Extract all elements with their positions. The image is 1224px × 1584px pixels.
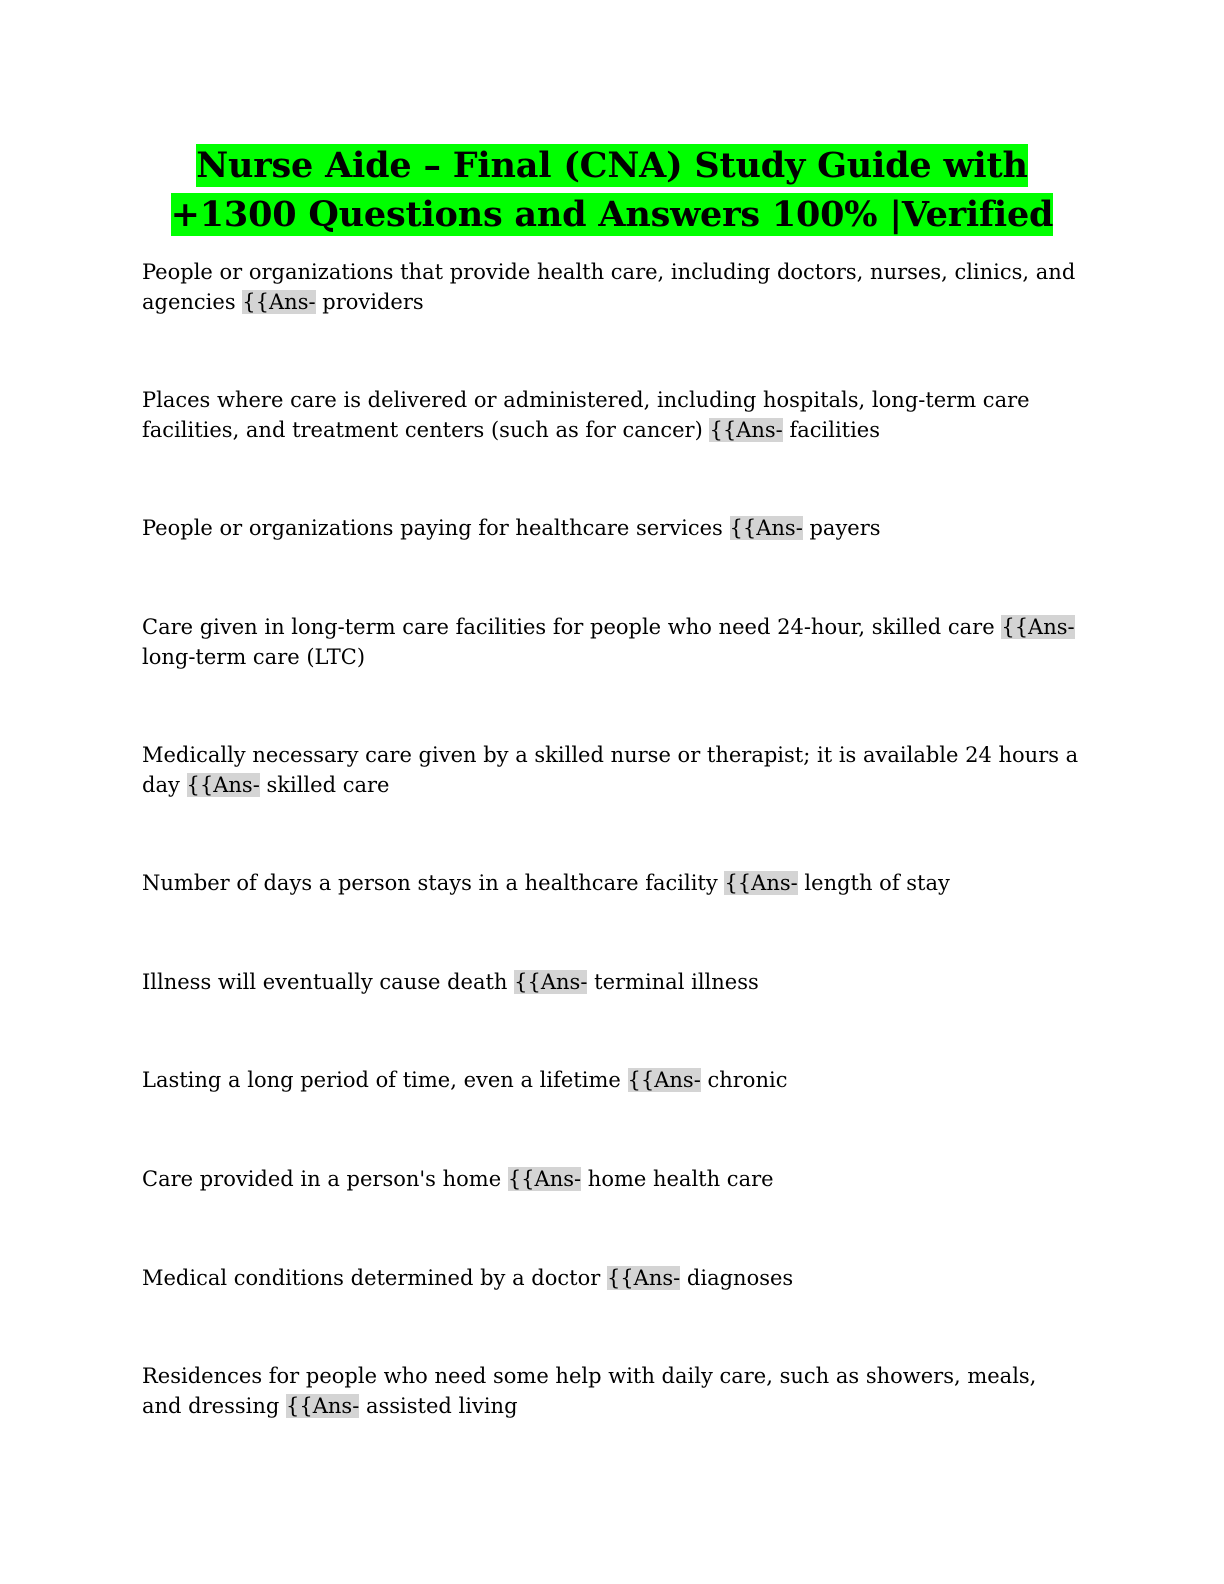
answer-text: assisted living bbox=[365, 1394, 518, 1418]
qa-item: Number of days a person stays in a healt… bbox=[142, 868, 1082, 898]
answer-text: diagnoses bbox=[686, 1266, 794, 1290]
question-text: Medical conditions determined by a docto… bbox=[142, 1266, 601, 1290]
answer-marker: {{Ans- bbox=[1001, 615, 1075, 639]
question-text: Care given in long-term care facilities … bbox=[142, 615, 995, 639]
answer-marker: {{Ans- bbox=[514, 970, 588, 994]
question-text: Places where care is delivered or admini… bbox=[142, 388, 1030, 442]
question-text: Care provided in a person's home bbox=[142, 1167, 502, 1191]
answer-marker: {{Ans- bbox=[627, 1068, 701, 1092]
question-text: People or organizations that provide hea… bbox=[142, 260, 1076, 314]
qa-item: People or organizations paying for healt… bbox=[142, 513, 1082, 543]
title-highlight: Nurse Aide – Final (CNA) Study Guide wit… bbox=[170, 144, 1054, 236]
question-text: People or organizations paying for healt… bbox=[142, 516, 723, 540]
question-text: Lasting a long period of time, even a li… bbox=[142, 1068, 621, 1092]
answer-marker: {{Ans- bbox=[729, 516, 803, 540]
question-text: Number of days a person stays in a healt… bbox=[142, 871, 718, 895]
answer-marker: {{Ans- bbox=[507, 1167, 582, 1191]
answer-marker: {{Ans- bbox=[186, 773, 260, 797]
qa-item: Lasting a long period of time, even a li… bbox=[142, 1065, 1082, 1095]
question-text: Residences for people who need some help… bbox=[142, 1364, 1037, 1418]
answer-marker: {{Ans- bbox=[286, 1394, 360, 1418]
answer-text: facilities bbox=[789, 418, 881, 442]
answer-marker: {{Ans- bbox=[724, 871, 798, 895]
answer-text: providers bbox=[322, 290, 424, 314]
qa-item: Medically necessary care given by a skil… bbox=[142, 740, 1082, 800]
answer-marker: {{Ans- bbox=[242, 290, 316, 314]
answer-marker: {{Ans- bbox=[709, 418, 783, 442]
answer-text: skilled care bbox=[266, 773, 390, 797]
answer-text: long-term care (LTC) bbox=[142, 645, 366, 669]
qa-item: Illness will eventually cause death {{An… bbox=[142, 967, 1082, 997]
question-text: Illness will eventually cause death bbox=[142, 970, 508, 994]
document-title: Nurse Aide – Final (CNA) Study Guide wit… bbox=[140, 141, 1084, 239]
answer-text: home health care bbox=[587, 1167, 774, 1191]
qa-item: Medical conditions determined by a docto… bbox=[142, 1263, 1082, 1293]
qa-item: Residences for people who need some help… bbox=[142, 1361, 1082, 1421]
qa-item: Care given in long-term care facilities … bbox=[142, 612, 1082, 672]
answer-marker: {{Ans- bbox=[606, 1266, 681, 1290]
answer-text: payers bbox=[809, 516, 881, 540]
answer-text: length of stay bbox=[804, 871, 950, 895]
answer-text: terminal illness bbox=[594, 970, 759, 994]
answer-text: chronic bbox=[707, 1068, 788, 1092]
question-text: Medically necessary care given by a skil… bbox=[142, 743, 1079, 797]
qa-item: Care provided in a person's home {{Ans- … bbox=[142, 1164, 1082, 1194]
qa-item: People or organizations that provide hea… bbox=[142, 257, 1082, 317]
qa-item: Places where care is delivered or admini… bbox=[142, 385, 1082, 445]
